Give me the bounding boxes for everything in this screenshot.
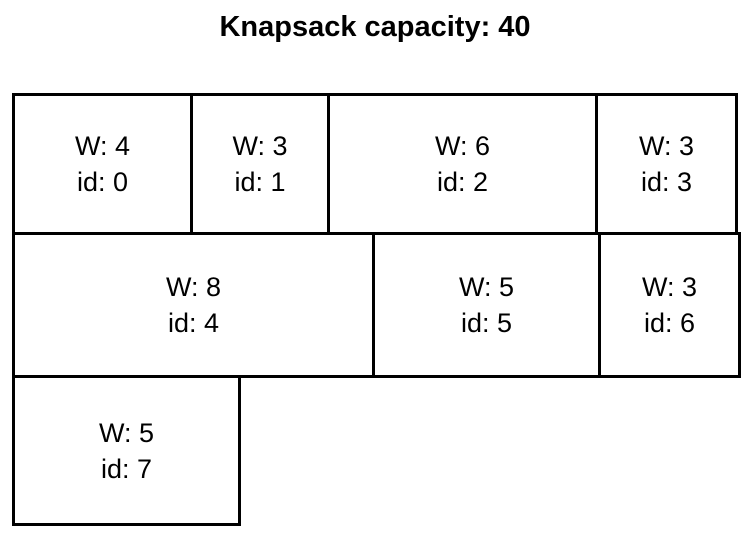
item-box[interactable]: W: 4 id: 0: [12, 93, 193, 235]
item-id-label: id: 7: [100, 453, 153, 484]
item-id-label: id: 2: [436, 167, 489, 197]
item-box[interactable]: W: 5 id: 5: [372, 232, 601, 378]
item-box[interactable]: W: 3 id: 3: [595, 93, 738, 235]
item-weight-label: W: 8: [165, 272, 221, 302]
item-weight-label: W: 4: [74, 131, 130, 161]
page-title: Knapsack capacity: 40: [219, 11, 531, 43]
item-weight-label: W: 3: [232, 131, 288, 161]
item-id-label: id: 4: [167, 308, 220, 338]
item-id-label: id: 1: [234, 167, 286, 197]
item-id-label: id: 0: [76, 167, 129, 197]
item-id-label: id: 6: [643, 308, 696, 338]
item-weight-label: W: 5: [458, 272, 514, 302]
item-box[interactable]: W: 3 id: 6: [598, 232, 741, 378]
item-weight-label: W: 3: [638, 131, 694, 161]
item-weight-label: W: 6: [434, 131, 490, 161]
item-box[interactable]: W: 6 id: 2: [327, 93, 598, 235]
item-box[interactable]: W: 5 id: 7: [12, 375, 241, 526]
knapsack-packing-area: W: 4 id: 0 W: 3 id: 1 W: 6 id: 2 W: 3 id…: [12, 93, 741, 526]
item-id-label: id: 3: [640, 167, 693, 197]
item-box[interactable]: W: 8 id: 4: [12, 232, 375, 378]
item-weight-label: W: 3: [641, 272, 697, 302]
item-id-label: id: 5: [460, 308, 513, 338]
packing-row: W: 5 id: 7: [12, 375, 738, 526]
item-box[interactable]: W: 3 id: 1: [190, 93, 330, 235]
packing-row: W: 8 id: 4 W: 5 id: 5 W: 3 id: 6: [12, 232, 741, 378]
packing-row: W: 4 id: 0 W: 3 id: 1 W: 6 id: 2 W: 3 id…: [12, 93, 738, 235]
item-weight-label: W: 5: [98, 417, 154, 448]
